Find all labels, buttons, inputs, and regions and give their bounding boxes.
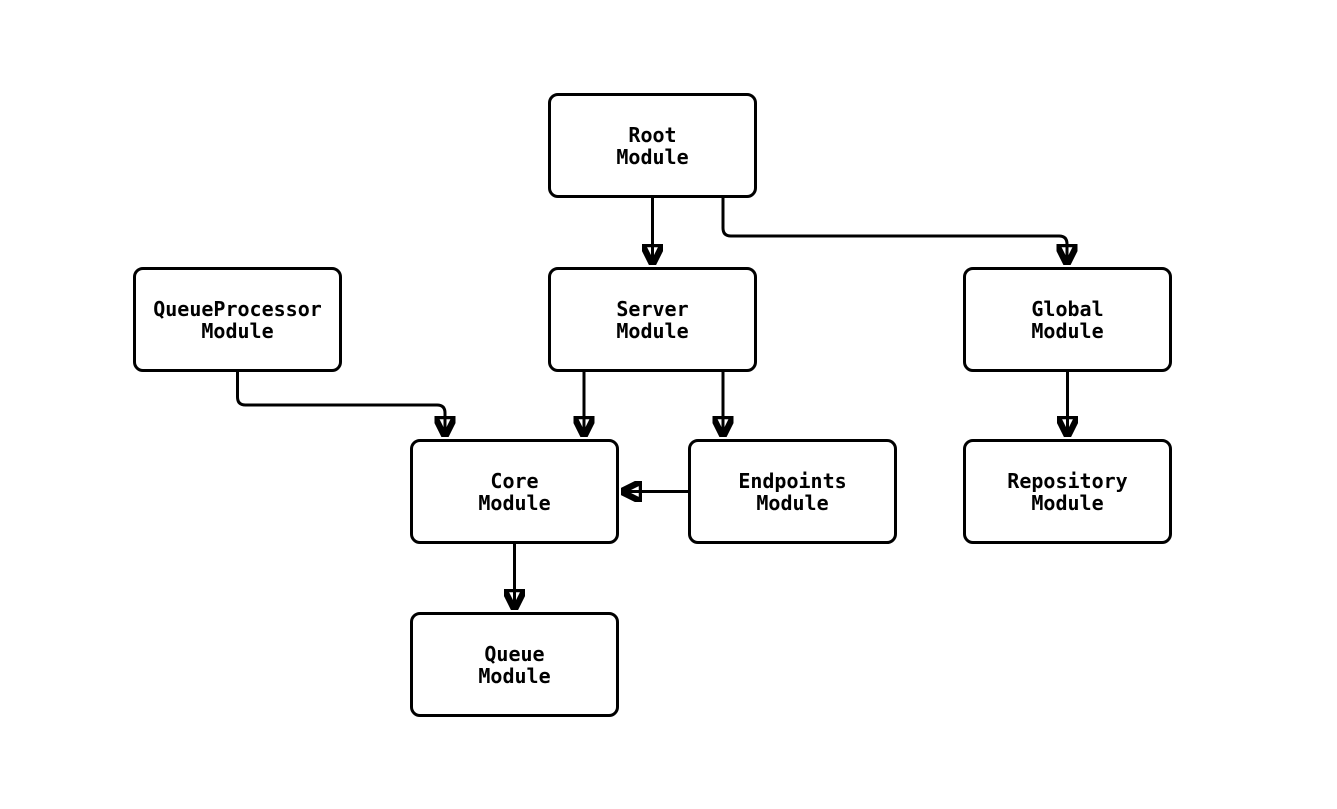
node-repository-module: Repository Module	[963, 439, 1172, 544]
edge-queueprocessor-to-core	[236, 372, 446, 435]
node-global-module-label: Global Module	[1031, 296, 1104, 343]
node-repository-module-label: Repository Module	[1007, 468, 1128, 515]
node-global-module: Global Module	[963, 267, 1172, 372]
node-endpoints-module-label: Endpoints Module	[738, 468, 847, 515]
node-queueprocessor-module-label: QueueProcessor Module	[153, 296, 322, 343]
node-server-module: Server Module	[548, 267, 757, 372]
node-server-module-label: Server Module	[616, 296, 689, 343]
edge-root-to-global	[721, 198, 1067, 263]
node-core-module: Core Module	[410, 439, 619, 544]
node-endpoints-module: Endpoints Module	[688, 439, 897, 544]
node-core-module-label: Core Module	[478, 468, 551, 515]
node-root-module: Root Module	[548, 93, 757, 198]
node-queueprocessor-module: QueueProcessor Module	[133, 267, 342, 372]
node-root-module-label: Root Module	[616, 122, 689, 169]
node-queue-module-label: Queue Module	[478, 641, 551, 688]
node-queue-module: Queue Module	[410, 612, 619, 717]
